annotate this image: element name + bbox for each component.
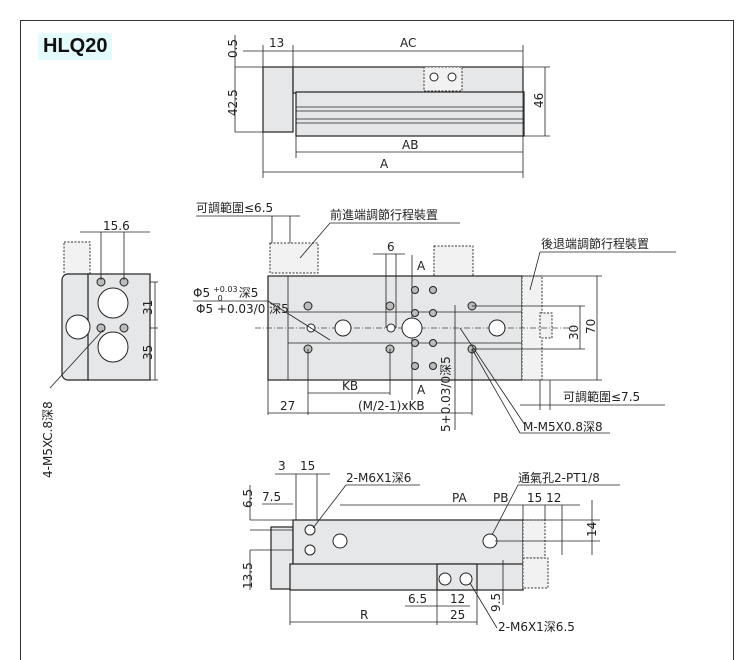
dim-ac: AC: [400, 36, 416, 50]
dim-0-5: 0.5: [226, 39, 240, 58]
port-block: [423, 66, 463, 92]
m-thread-note: M-M5X0.8深8: [523, 420, 603, 434]
m6-depth6-note: 2-M6X1深6: [346, 471, 411, 485]
dim-15-6: 15.6: [103, 219, 130, 233]
technical-drawing: 0.5 13 AC 42.5 46 AB A 15.6 31 35 4-M5XC…: [41, 35, 676, 634]
dim-kb: KB: [342, 379, 358, 393]
front-view: 可調範圍≤6.5 前進端調節行程裝置 後退端調節行程裝置 6 A A Φ5+0.…: [193, 200, 676, 434]
m6-depth6-5-note: 2-M6X1深6.5: [498, 620, 575, 634]
dim-30: 30: [567, 325, 581, 340]
dim-6: 6: [387, 240, 395, 254]
dim-a: A: [380, 157, 389, 171]
dim-9-5: 9.5: [489, 593, 503, 612]
cylinder-body: [295, 91, 525, 137]
thread-note: 4-M5XC.8深8: [41, 401, 55, 478]
front-adjuster: [269, 242, 319, 274]
model-title: HLQ20: [38, 33, 113, 60]
dim-ab: AB: [402, 138, 418, 152]
dim-27: 27: [280, 399, 295, 413]
dim-3: 3: [278, 459, 286, 473]
port-outline: [433, 245, 474, 277]
dim-46: 46: [532, 93, 546, 108]
dim-15: 15: [300, 459, 315, 473]
dim-70: 70: [584, 319, 598, 334]
dim-13-5: 13.5: [241, 562, 255, 589]
dim-pa: PA: [452, 491, 467, 505]
end-plate: [262, 66, 294, 133]
side-view: 15.6 31 35 4-M5XC.8深8: [41, 219, 158, 478]
dim-15-12: 15 12: [527, 491, 561, 505]
front-range-note: 可調範圍≤6.5: [196, 200, 273, 215]
rear-adjuster-note: 後退端調節行程裝置: [541, 236, 649, 251]
dim-pb: PB: [493, 491, 508, 505]
section-a-bottom: A: [417, 383, 426, 397]
pin-hole-note: Φ5 +0.03/0 深5: [196, 302, 289, 316]
dim-12: 12: [450, 592, 465, 606]
front-adjuster-note: 前進端調節行程裝置: [330, 207, 438, 222]
vent-note: 通氣孔2-PT1/8: [518, 471, 600, 485]
rear-range-note: 可調範圍≤7.5: [563, 389, 640, 404]
dim-13: 13: [269, 36, 284, 50]
dim-6-5-left: 6.5: [241, 489, 255, 508]
table-body: [292, 66, 524, 94]
slot-note: 5+0.03/0深5: [439, 356, 453, 432]
drawing-frame: [20, 20, 734, 660]
dim-31: 31: [141, 300, 155, 315]
dim-7-5: 7.5: [262, 490, 281, 504]
bottom-view: 3 15 2-M6X1深6 7.5 6.5 PA PB 15 12 通氣孔2-P…: [241, 459, 620, 634]
section-a-top: A: [417, 259, 426, 273]
dim-14: 14: [585, 522, 599, 537]
dim-6-5-bottom: 6.5: [408, 592, 427, 606]
dim-m-kb: (M/2-1)xKB: [358, 399, 425, 413]
dim-25: 25: [450, 608, 465, 622]
dim-35: 35: [141, 345, 155, 360]
dim-42-5: 42.5: [226, 89, 240, 116]
adjuster-outline: [63, 241, 91, 278]
dim-r: R: [360, 608, 368, 622]
top-view: 0.5 13 AC 42.5 46 AB A: [226, 35, 550, 178]
